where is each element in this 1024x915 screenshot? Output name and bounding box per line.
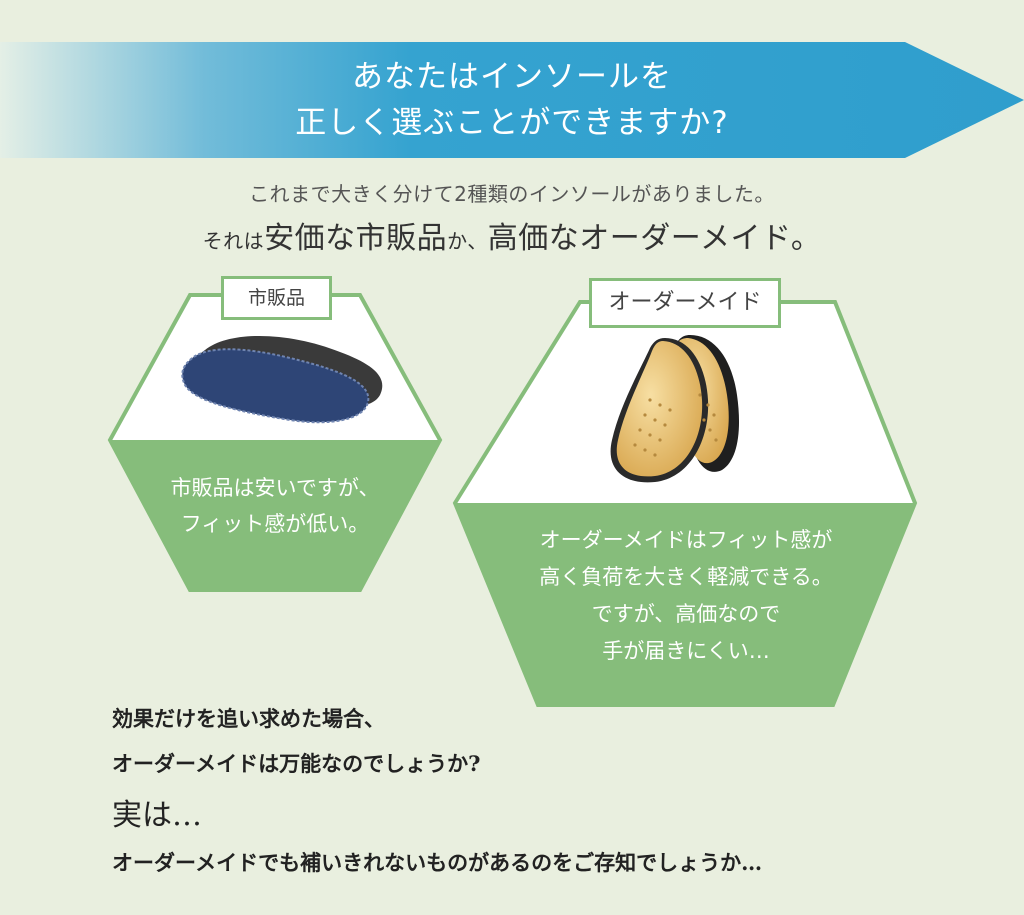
intro-line2: それは安価な市販品か、高価なオーダーメイド。: [0, 213, 1024, 257]
banner-title-line2: 正しく選ぶことができますか?: [295, 105, 729, 141]
retail-insole-icon: [181, 335, 383, 424]
intro-period: 。: [790, 221, 822, 256]
banner-arrow-shape: [0, 42, 1024, 158]
custom-card-line1: オーダーメイドはフィット感が: [539, 528, 833, 552]
banner-title: あなたはインソールを 正しく選ぶことができますか?: [0, 54, 1024, 146]
retail-card-line1: 市販品は安いですが、: [170, 476, 380, 500]
bottom-line3: 実は…: [112, 798, 202, 833]
custom-insole-icon: [610, 335, 740, 483]
intro-line2-prefix: それは: [202, 229, 265, 253]
bottom-line4: オーダーメイドでも補いきれないものがあるのをご存知でしょうか…: [112, 850, 763, 875]
bottom-line1: 効果だけを追い求めた場合、: [112, 706, 385, 731]
retail-card-text: 市販品は安いですが、 フィット感が低い。: [110, 470, 440, 542]
custom-card-hexagon: [452, 300, 918, 707]
bottom-line2: オーダーメイドは万能なのでしょうか?: [112, 751, 481, 776]
header-banner: あなたはインソールを 正しく選ぶことができますか?: [0, 42, 1024, 158]
intro-expensive-custom: 高価なオーダーメイド: [487, 221, 791, 256]
intro-or: か、: [447, 229, 488, 253]
retail-card-line2: フィット感が低い。: [180, 512, 370, 536]
custom-card-line3: ですが、高価なので: [591, 602, 781, 626]
custom-card-line2: 高く負荷を大きく軽減できる。: [539, 565, 833, 589]
intro-cheap-retail: 安価な市販品: [264, 221, 448, 256]
banner-title-line1: あなたはインソールを: [352, 59, 672, 95]
custom-card-line4: 手が届きにくい…: [602, 639, 770, 663]
custom-tag: オーダーメイド: [589, 278, 781, 328]
custom-card-text: オーダーメイドはフィット感が 高く負荷を大きく軽減できる。 ですが、高価なので …: [456, 522, 916, 670]
intro-line1: これまで大きく分けて2種類のインソールがありました。: [249, 182, 775, 206]
retail-tag: 市販品: [221, 276, 332, 320]
